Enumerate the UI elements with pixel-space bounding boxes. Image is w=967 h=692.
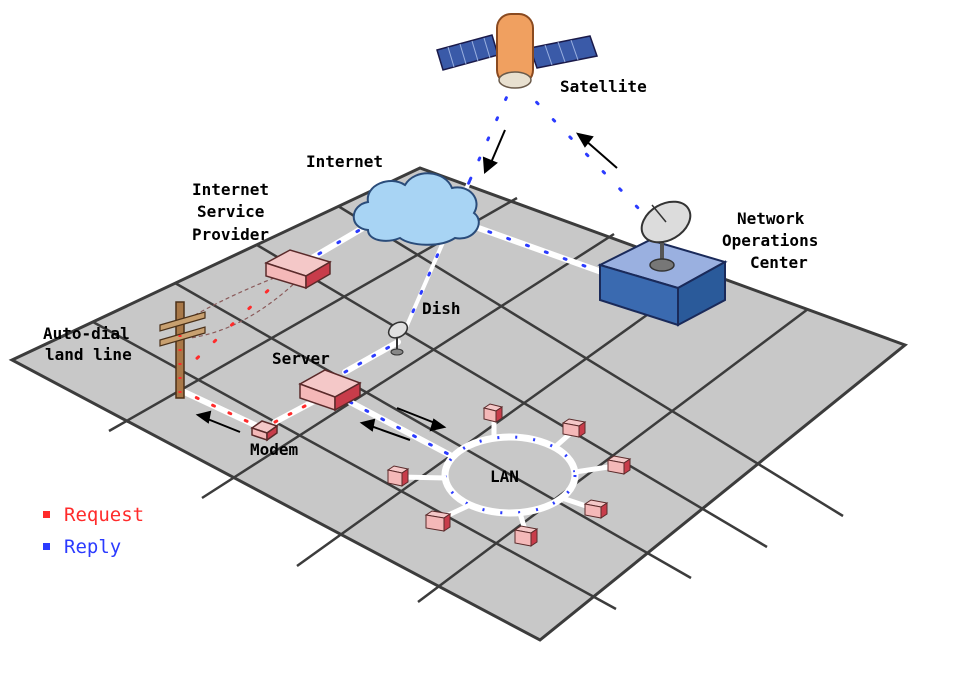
utility-pole-icon — [159, 301, 206, 399]
lan-node — [424, 510, 452, 532]
lan-label: LAN — [490, 467, 519, 486]
lan-ring — [399, 413, 616, 531]
server-box — [298, 369, 362, 412]
noc-label-line2: Operations — [722, 231, 818, 250]
internet-cloud — [352, 172, 480, 246]
noc-label-line3: Center — [750, 253, 808, 272]
dish-label: Dish — [422, 299, 461, 318]
isp-label-line3: Provider — [192, 225, 269, 244]
autodial-label-line1: Auto-dial — [43, 324, 130, 343]
satellite-beams — [468, 83, 642, 212]
flow-arrows — [195, 129, 618, 441]
server-label: Server — [272, 349, 330, 368]
request-links — [178, 263, 301, 377]
isp-label-line1: Internet — [192, 180, 269, 199]
request-legend-swatch — [43, 511, 50, 518]
lan-node — [583, 499, 609, 519]
lan-node — [513, 525, 539, 547]
satellite-icon — [436, 13, 598, 89]
isp-label-line2: Service — [197, 202, 264, 221]
request-legend-label: Request — [64, 504, 144, 526]
modem-box — [250, 420, 279, 442]
reply-legend-swatch — [43, 543, 50, 550]
reply-legend-label: Reply — [64, 536, 121, 558]
lan-node — [561, 418, 587, 438]
lan-nodes — [386, 403, 632, 547]
lan-node — [606, 455, 632, 475]
ground-grid — [92, 196, 844, 611]
lan-node — [482, 403, 504, 423]
lan-node — [386, 465, 410, 487]
isp-box — [264, 249, 332, 290]
satellite-label: Satellite — [560, 77, 647, 96]
noc-label-line1: Network — [737, 209, 805, 228]
noc-dish-icon — [640, 200, 692, 272]
legend: Request Reply — [43, 504, 144, 558]
internet-label: Internet — [306, 152, 383, 171]
autodial-label-line2: land line — [45, 345, 132, 364]
modem-label: Modem — [250, 440, 299, 459]
dish-icon — [387, 321, 409, 356]
